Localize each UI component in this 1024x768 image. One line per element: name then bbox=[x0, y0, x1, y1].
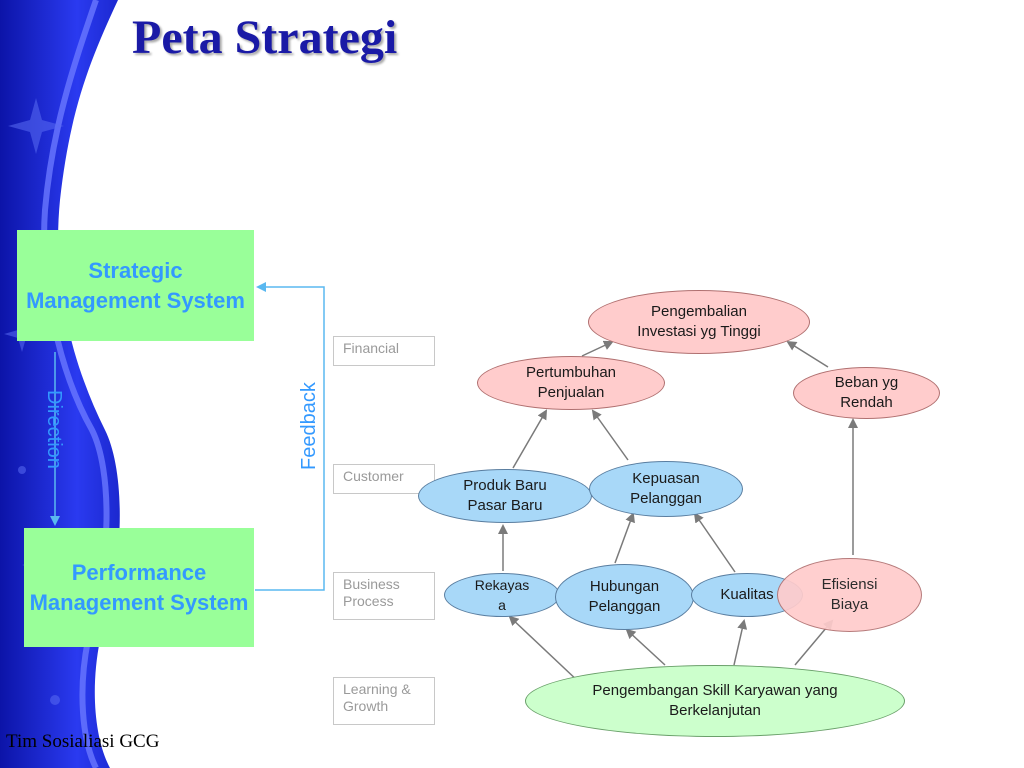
perspective-business-process: Business Process bbox=[333, 572, 435, 620]
footer-text: Tim Sosialiasi GCG bbox=[6, 731, 160, 752]
node-efisiensi-biaya: Efisiensi Biaya bbox=[777, 558, 922, 632]
strategic-management-system-box: Strategic Management System bbox=[17, 230, 254, 341]
node-roi: Pengembalian Investasi yg Tinggi bbox=[588, 290, 810, 354]
node-pengembangan-skill: Pengembangan Skill Karyawan yang Berkela… bbox=[525, 665, 905, 737]
node-kepuasan-pelanggan: Kepuasan Pelanggan bbox=[589, 461, 743, 517]
node-pertumbuhan-penjualan: Pertumbuhan Penjualan bbox=[477, 356, 665, 410]
page-title: Peta Strategi bbox=[132, 11, 398, 64]
perspective-financial: Financial bbox=[333, 336, 435, 366]
node-produk-baru: Produk Baru Pasar Baru bbox=[418, 469, 592, 523]
feedback-label: Feedback bbox=[298, 382, 320, 470]
node-hubungan-pelanggan: Hubungan Pelanggan bbox=[555, 564, 694, 630]
perspective-learning-growth: Learning & Growth bbox=[333, 677, 435, 725]
node-rekayasa: Rekayasa bbox=[444, 573, 560, 617]
direction-label: Direction bbox=[43, 390, 65, 469]
performance-management-system-box: Performance Management System bbox=[24, 528, 254, 647]
node-beban-rendah: Beban yg Rendah bbox=[793, 367, 940, 419]
